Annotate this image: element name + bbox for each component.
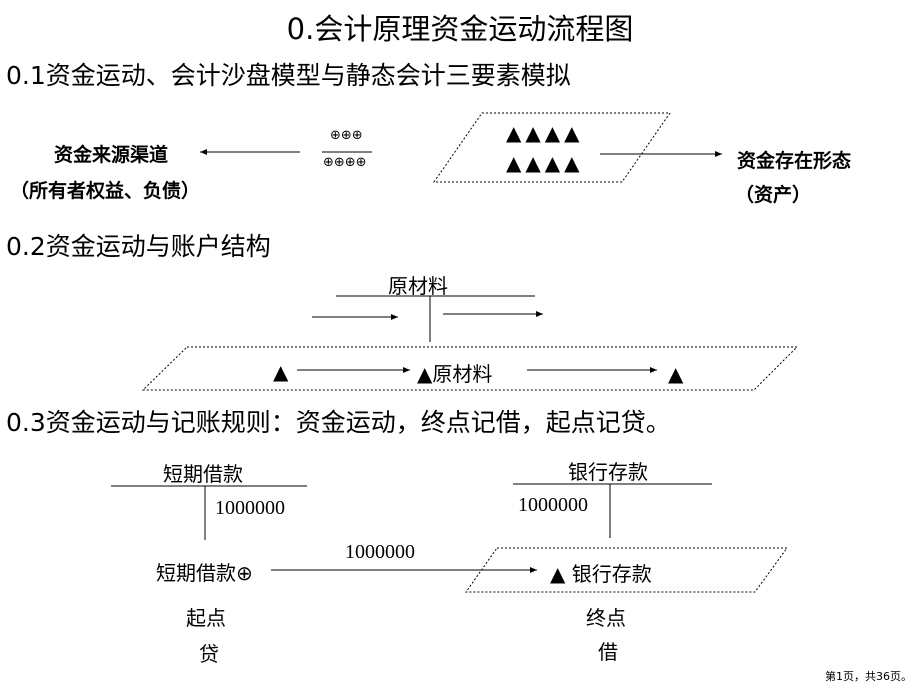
fund-forms-label: 资金存在形态 [737,150,852,172]
asset-triangles-row2: ▲▲▲▲ [506,151,584,175]
fund-sources-sub: （所有者权益、负债） [10,180,201,202]
triangle-right: ▲ [668,362,684,386]
fund-forms-sub: （资产） [735,184,812,206]
section2-heading: 0.2资金运动与账户结构 [6,232,271,261]
asset-triangles-row1: ▲▲▲▲ [506,121,584,145]
short-loan-account-title: 短期借款 [163,462,243,486]
end-node-label: ▲ 银行存款 [550,562,652,586]
end-side-debit: 借 [598,640,618,664]
raw-material-account-title: 原材料 [388,274,448,298]
plus-symbols-top: ⊕⊕⊕ [330,128,363,143]
start-point-word: 起点 [186,606,226,630]
triangle-left: ▲ [273,360,289,384]
start-node-label: 短期借款⊕ [156,561,253,585]
section1-heading: 0.1资金运动、会计沙盘模型与静态会计三要素模拟 [6,61,571,90]
sandbox-parallelogram-1 [433,112,671,183]
short-loan-amount: 1000000 [215,497,285,519]
plus-symbols-bottom: ⊕⊕⊕⊕ [323,155,367,170]
page-footer: 第1页，共36页。 [825,670,912,683]
flow-amount: 1000000 [345,541,415,563]
section3-heading: 0.3资金运动与记账规则：资金运动，终点记借，起点记贷。 [6,408,671,437]
end-point-word: 终点 [586,606,626,630]
sandbox-parallelogram-3 [465,547,788,593]
fund-sources-label: 资金来源渠道 [54,144,169,166]
page-title: 0.会计原理资金运动流程图 [286,12,634,46]
bank-deposit-amount: 1000000 [518,494,588,516]
start-side-credit: 贷 [199,642,219,666]
bank-deposit-account-title: 银行存款 [568,460,648,484]
raw-material-node: ▲原材料 [417,362,493,386]
